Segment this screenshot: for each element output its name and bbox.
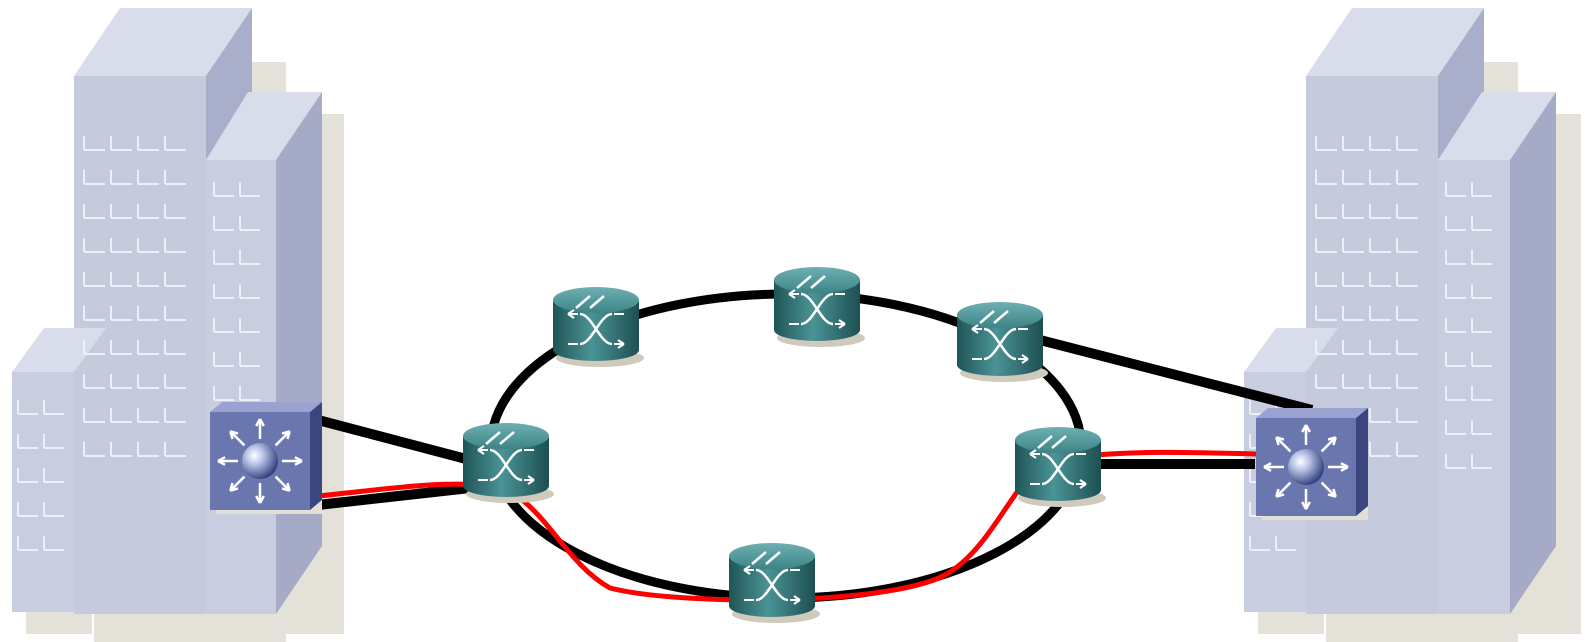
uplinks — [316, 335, 1314, 510]
atm-switch-icon[interactable] — [1015, 427, 1106, 507]
atm-switch-icon[interactable] — [774, 267, 865, 347]
uplink-left-lower — [317, 483, 471, 510]
atm-switch-icon[interactable] — [463, 423, 554, 503]
atm-switch-icon[interactable] — [957, 302, 1048, 382]
office-building-icon — [12, 8, 344, 642]
uplink-right-upper — [1038, 335, 1314, 415]
multilayer-switch-icon[interactable] — [210, 402, 322, 514]
ring-nodes — [463, 267, 1106, 623]
atm-switch-icon[interactable] — [553, 287, 644, 367]
multilayer-switch-icon[interactable] — [1256, 408, 1368, 520]
uplink-left-upper — [316, 415, 472, 465]
office-building-icon — [1244, 8, 1581, 642]
atm-switch-icon[interactable] — [729, 543, 820, 623]
